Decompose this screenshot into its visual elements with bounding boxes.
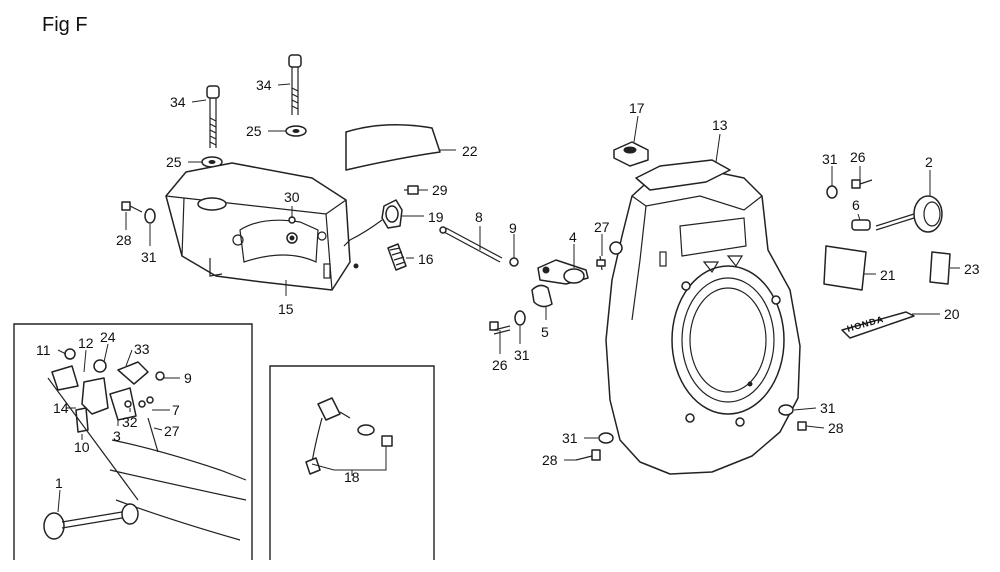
callout-8: 8 xyxy=(475,209,483,225)
lever-4 xyxy=(537,259,589,285)
callout-4: 4 xyxy=(569,229,577,245)
callout-10: 10 xyxy=(74,439,90,455)
callout-31-middle: 31 xyxy=(514,347,530,363)
callout-34-right: 34 xyxy=(256,77,272,93)
label-23 xyxy=(929,251,951,285)
bolt-28-left xyxy=(121,201,143,213)
leader-34-left xyxy=(191,99,207,103)
washer-31-bottom xyxy=(598,432,614,444)
leader-24 xyxy=(103,343,109,363)
collar-6 xyxy=(851,219,871,231)
screw-29 xyxy=(404,185,419,195)
callout-18: 18 xyxy=(344,469,360,485)
callout-5: 5 xyxy=(541,324,549,340)
callout-13: 13 xyxy=(712,117,728,133)
callout-28-bottom: 28 xyxy=(542,452,558,468)
callout-31-top-right: 31 xyxy=(822,151,838,167)
leader-6 xyxy=(857,213,861,221)
switch-19 xyxy=(343,199,403,247)
top-tab-13 xyxy=(635,159,731,191)
washer-31-lower-right xyxy=(778,404,794,416)
callout-27-inset: 27 xyxy=(164,423,180,439)
callout-9-inset: 9 xyxy=(184,370,192,386)
switch-assembly-18 xyxy=(305,397,393,475)
callout-14: 14 xyxy=(53,400,69,416)
control-box-15 xyxy=(165,162,359,291)
bolt-28-lower-right xyxy=(797,421,807,431)
callout-31-lower-right: 31 xyxy=(820,400,836,416)
callout-32: 32 xyxy=(122,414,138,430)
callout-33: 33 xyxy=(134,341,150,357)
leader-31-lower-right xyxy=(793,407,817,411)
label-22 xyxy=(345,124,441,171)
inset-left-assembly xyxy=(47,348,247,541)
emblem-20: HONDA xyxy=(841,311,915,339)
callout-31-bottom: 31 xyxy=(562,430,578,446)
callout-26-right: 26 xyxy=(850,149,866,165)
callout-9: 9 xyxy=(509,220,517,236)
leader-33 xyxy=(125,349,133,367)
callout-29: 29 xyxy=(432,182,448,198)
callout-30: 30 xyxy=(284,189,300,205)
leader-18 xyxy=(311,446,387,471)
pin-27-main xyxy=(596,255,606,271)
inset-frame-left xyxy=(13,323,253,560)
label-21 xyxy=(823,245,867,291)
washer-25-right xyxy=(285,125,307,137)
callout-21: 21 xyxy=(880,267,896,283)
leader-11 xyxy=(57,349,67,355)
leader-17 xyxy=(633,115,639,143)
grommet-17 xyxy=(613,141,649,167)
callout-27: 27 xyxy=(594,219,610,235)
bolt-28-bottom xyxy=(575,449,601,461)
washer-31-top-right xyxy=(826,185,838,199)
knob-2 xyxy=(875,195,943,233)
callout-3: 3 xyxy=(113,428,121,444)
washer-31-middle xyxy=(514,310,526,326)
knob-5 xyxy=(531,284,553,308)
fan-cover-13 xyxy=(605,169,801,475)
leader-34-right xyxy=(277,83,291,86)
leader-13 xyxy=(715,133,721,163)
spring-16 xyxy=(387,243,407,271)
callout-22: 22 xyxy=(462,143,478,159)
callout-26-middle: 26 xyxy=(492,357,508,373)
leader-1 xyxy=(57,489,61,513)
callout-1: 1 xyxy=(55,475,63,491)
rod-8 xyxy=(439,226,503,263)
bolt-26-right xyxy=(851,179,873,189)
bolt-26-middle xyxy=(489,321,511,335)
callout-25-left: 25 xyxy=(166,154,182,170)
callout-23: 23 xyxy=(964,261,980,277)
callout-19: 19 xyxy=(428,209,444,225)
callout-31-left: 31 xyxy=(141,249,157,265)
callout-28-left: 28 xyxy=(116,232,132,248)
callout-6: 6 xyxy=(852,197,860,213)
callout-7: 7 xyxy=(172,402,180,418)
bolt-34-right xyxy=(288,54,302,115)
leader-27-inset xyxy=(153,427,163,431)
figure-title: Fig F xyxy=(42,14,88,36)
callout-12: 12 xyxy=(78,335,94,351)
callout-34-left: 34 xyxy=(170,94,186,110)
bolt-34-left xyxy=(206,85,220,148)
inset-frame-right xyxy=(269,365,435,560)
callout-15: 15 xyxy=(278,301,294,317)
callout-24: 24 xyxy=(100,329,116,345)
callout-16: 16 xyxy=(418,251,434,267)
callout-11: 11 xyxy=(36,342,51,358)
clip-9 xyxy=(509,257,519,267)
callout-2: 2 xyxy=(925,154,933,170)
washer-31-left xyxy=(144,208,156,224)
choke-knob-1 xyxy=(43,511,123,540)
leader-28-lower-right xyxy=(805,425,825,429)
callout-20: 20 xyxy=(944,306,960,322)
leader-12 xyxy=(83,349,87,373)
callout-28-lower-right: 28 xyxy=(828,420,844,436)
callout-17: 17 xyxy=(629,100,645,116)
callout-25-right: 25 xyxy=(246,123,262,139)
